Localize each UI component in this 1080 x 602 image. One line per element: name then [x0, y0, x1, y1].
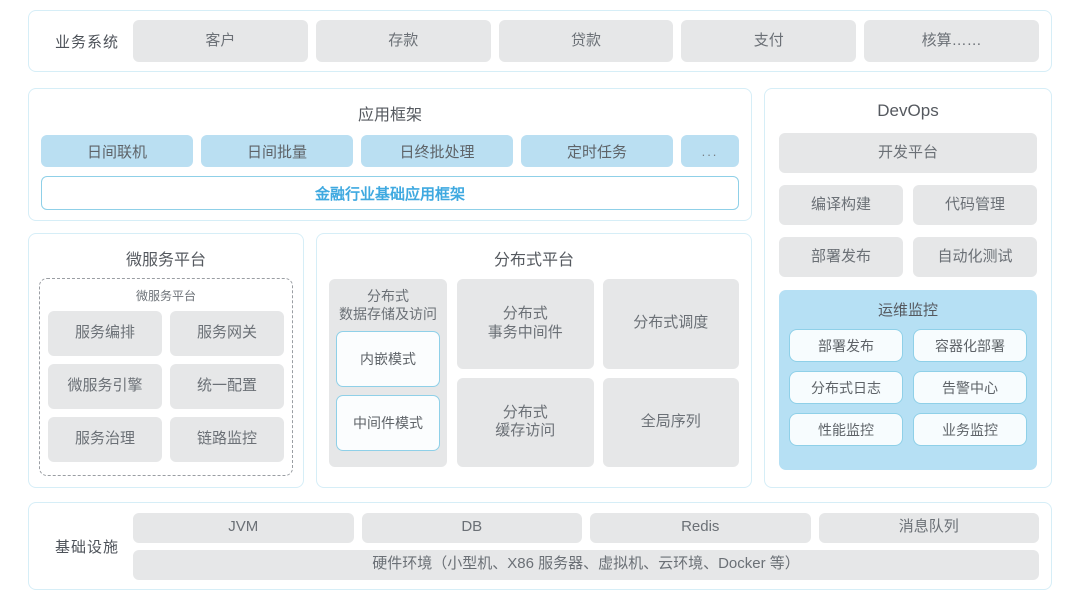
infrastructure-label: 基础设施	[54, 538, 119, 556]
microservice-item-engine[interactable]: 微服务引擎	[48, 364, 162, 409]
business-systems-chips: 客户 存款 贷款 支付 核算……	[133, 20, 1039, 62]
appfw-item-more[interactable]: ...	[681, 135, 739, 167]
business-item-deposit[interactable]: 存款	[315, 20, 491, 62]
business-item-customer[interactable]: 客户	[133, 20, 308, 62]
distributed-cell-2-line1: 分布式	[502, 403, 548, 421]
ops-monitoring-title: 运维监控	[877, 302, 938, 319]
business-item-accounting[interactable]: 核算……	[864, 20, 1039, 62]
microservice-item-orchestration[interactable]: 服务编排	[48, 311, 162, 356]
microservice-inner-box: 微服务平台 服务编排 服务网关 微服务引擎 统一配置 服务治理 链路监控	[39, 278, 293, 476]
distributed-cell-2-line2: 缓存访问	[495, 422, 556, 440]
infrastructure-item-redis[interactable]: Redis	[590, 512, 811, 543]
ops-item-performance-monitoring[interactable]: 性能监控	[789, 413, 903, 446]
finance-base-framework-band[interactable]: 金融行业基础应用框架	[41, 176, 739, 210]
business-item-payment[interactable]: 支付	[681, 20, 857, 62]
appfw-item-daytime-batch[interactable]: 日间批量	[201, 135, 353, 167]
application-framework-panel: 应用框架 日间联机 日间批量 日终批处理 定时任务 ... 金融行业基础应用框架	[28, 88, 752, 221]
microservice-item-unified-config[interactable]: 统一配置	[170, 364, 284, 409]
distributed-storage-caption-line1: 分布式	[367, 288, 409, 304]
infrastructure-item-message-queue[interactable]: 消息队列	[818, 512, 1039, 543]
appfw-item-daytime-online[interactable]: 日间联机	[41, 135, 193, 167]
distributed-platform-panel: 分布式平台 分布式 数据存储及访问 内嵌模式 中间件模式 分布式	[316, 233, 752, 488]
distributed-cell-0-line1: 分布式	[502, 305, 548, 322]
infrastructure-item-jvm[interactable]: JVM	[133, 512, 354, 543]
microservice-item-tracing[interactable]: 链路监控	[170, 417, 284, 462]
middle-area: 应用框架 日间联机 日间批量 日终批处理 定时任务 ... 金融行业基础应用框架…	[28, 88, 1052, 488]
distributed-cell-3-line1: 全局序列	[640, 412, 701, 430]
ops-monitoring-grid: 部署发布 容器化部署 分布式日志 告警中心 性能监控 业务监控	[789, 329, 1027, 446]
distributed-cell-1-line1: 分布式调度	[633, 314, 709, 332]
distributed-cell-global-sequence[interactable]: 全局序列	[602, 377, 739, 467]
microservice-item-gateway[interactable]: 服务网关	[170, 311, 284, 356]
business-systems-panel: 业务系统 客户 存款 贷款 支付 核算……	[28, 10, 1052, 72]
application-framework-chips: 日间联机 日间批量 日终批处理 定时任务 ...	[41, 135, 739, 167]
business-item-loan[interactable]: 贷款	[498, 20, 674, 62]
devops-item-deploy-release[interactable]: 部署发布	[779, 237, 903, 277]
distributed-cell-transaction-middleware[interactable]: 分布式 事务中间件	[457, 279, 594, 369]
distributed-cell-cache-access[interactable]: 分布式 缓存访问	[457, 377, 594, 467]
devops-grid: 编译构建 代码管理 部署发布 自动化测试	[779, 185, 1037, 277]
ops-item-containerized-deploy[interactable]: 容器化部署	[913, 329, 1027, 362]
microservice-platform-panel: 微服务平台 微服务平台 服务编排 服务网关 微服务引擎 统一配置 服务治理 链路…	[28, 233, 304, 488]
distributed-cell-0-line2: 事务中间件	[487, 323, 563, 341]
microservice-grid: 服务编排 服务网关 微服务引擎 统一配置 服务治理 链路监控	[48, 311, 284, 462]
distributed-platform-body: 分布式 数据存储及访问 内嵌模式 中间件模式 分布式 事务中间件	[329, 279, 739, 467]
ops-item-alert-center[interactable]: 告警中心	[913, 371, 1027, 404]
appfw-item-eod-batch[interactable]: 日终批处理	[361, 135, 513, 167]
infrastructure-hardware-environment[interactable]: 硬件环境（小型机、X86 服务器、虚拟机、云环境、Docker 等）	[133, 549, 1039, 580]
ops-item-business-monitoring[interactable]: 业务监控	[913, 413, 1027, 446]
devops-item-code-management[interactable]: 代码管理	[913, 185, 1037, 225]
distributed-storage-caption: 分布式 数据存储及访问	[336, 287, 440, 323]
microservice-item-governance[interactable]: 服务治理	[48, 417, 162, 462]
devops-item-dev-platform[interactable]: 开发平台	[779, 133, 1037, 173]
ops-monitoring-panel: 运维监控 部署发布 容器化部署 分布式日志 告警中心 性能监控 业务监控	[779, 290, 1037, 470]
business-systems-label: 业务系统	[54, 33, 119, 51]
distributed-storage-block[interactable]: 分布式 数据存储及访问 内嵌模式 中间件模式	[329, 279, 447, 467]
infrastructure-item-db[interactable]: DB	[361, 512, 582, 543]
distributed-cells: 分布式 事务中间件 分布式调度 分布式 缓存访问	[457, 279, 739, 467]
distributed-cell-scheduling[interactable]: 分布式调度	[602, 279, 739, 369]
infrastructure-items: JVM DB Redis 消息队列	[133, 512, 1039, 543]
ops-item-distributed-log[interactable]: 分布式日志	[789, 371, 903, 404]
microservice-platform-title: 微服务平台	[125, 252, 206, 269]
application-framework-title: 应用框架	[357, 107, 422, 124]
devops-item-automated-test[interactable]: 自动化测试	[913, 237, 1037, 277]
distributed-storage-caption-line2: 数据存储及访问	[339, 306, 437, 323]
infrastructure-body: JVM DB Redis 消息队列 硬件环境（小型机、X86 服务器、虚拟机、云…	[133, 512, 1039, 580]
microservice-inner-title: 微服务平台	[135, 289, 196, 303]
distributed-storage-mode-embedded[interactable]: 内嵌模式	[336, 331, 440, 388]
appfw-item-scheduled-task[interactable]: 定时任务	[521, 135, 673, 167]
ops-item-deploy-release[interactable]: 部署发布	[789, 329, 903, 362]
platform-column: 应用框架 日间联机 日间批量 日终批处理 定时任务 ... 金融行业基础应用框架…	[28, 88, 752, 488]
distributed-storage-mode-middleware[interactable]: 中间件模式	[336, 395, 440, 452]
devops-panel: DevOps 开发平台 编译构建 代码管理 部署发布 自动化测试 运维监控 部署…	[764, 88, 1052, 488]
devops-item-compile-build[interactable]: 编译构建	[779, 185, 903, 225]
distributed-platform-title: 分布式平台	[493, 252, 574, 269]
devops-title: DevOps	[877, 101, 939, 120]
infrastructure-panel: 基础设施 JVM DB Redis 消息队列 硬件环境（小型机、X86 服务器、…	[28, 502, 1052, 590]
